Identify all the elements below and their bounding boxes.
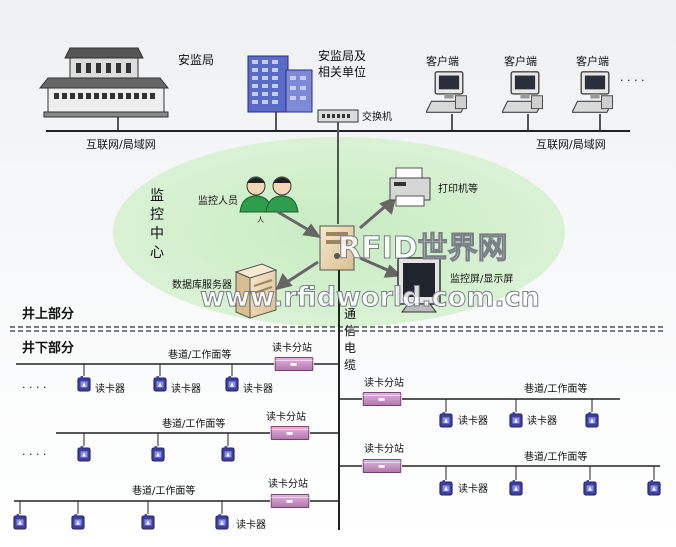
monitor-center-title-2: 控 bbox=[150, 207, 164, 223]
database-server-icon bbox=[234, 263, 278, 319]
client-label-2: 客户端 bbox=[504, 54, 537, 68]
card-reader-icon bbox=[141, 514, 155, 530]
display-label: 监控屏/显示屏 bbox=[450, 272, 513, 285]
substation-icon bbox=[362, 392, 402, 406]
database-server-label: 数据库服务器 bbox=[172, 278, 232, 291]
card-reader-icon bbox=[71, 514, 85, 530]
reader-label: 读卡器 bbox=[236, 518, 266, 531]
network-label-right: 互联网/局域网 bbox=[536, 138, 606, 151]
card-reader-icon bbox=[153, 376, 167, 392]
tunnel-label-left-2: 巷道/工作面等 bbox=[162, 417, 225, 430]
client-ellipsis: · · · · bbox=[620, 74, 644, 87]
network-label-left: 互联网/局域网 bbox=[86, 138, 156, 151]
substation-label-right-2: 读卡分站 bbox=[364, 442, 404, 455]
ellipsis-left-1: · · · · bbox=[22, 381, 46, 394]
bureau-related-label-1: 安监局及 bbox=[318, 48, 366, 63]
cable-label-2: 信 bbox=[344, 324, 356, 338]
card-reader-icon bbox=[647, 480, 661, 496]
card-reader-icon bbox=[509, 412, 523, 428]
card-reader-icon bbox=[439, 412, 453, 428]
card-reader-icon bbox=[221, 446, 235, 462]
reader-label: 读卡器 bbox=[243, 382, 273, 395]
substation-label-left-3: 读卡分站 bbox=[268, 477, 308, 490]
display-monitor-icon bbox=[397, 257, 441, 313]
cable-label-3: 电 bbox=[344, 341, 356, 355]
underground-label: 井下部分 bbox=[22, 340, 74, 356]
substation-label-left-2: 读卡分站 bbox=[266, 410, 306, 423]
substation-icon bbox=[270, 426, 310, 440]
monitor-center-title-3: 中 bbox=[150, 226, 164, 242]
tunnel-label-left-1: 巷道/工作面等 bbox=[168, 348, 231, 361]
reader-label: 读卡器 bbox=[95, 382, 125, 395]
reader-label: 读卡器 bbox=[171, 382, 201, 395]
ellipsis-left-2: · · · · bbox=[22, 448, 46, 461]
above-ground-label: 井上部分 bbox=[22, 306, 74, 322]
monitor-staff-label: 监控人员 bbox=[198, 194, 238, 207]
card-reader-icon bbox=[585, 412, 599, 428]
watermark-url: www.rfidworld.com.cn bbox=[200, 282, 540, 313]
watermark-title: RFID世界网 bbox=[338, 231, 508, 266]
central-server-icon bbox=[319, 225, 355, 271]
switch-label: 交换机 bbox=[362, 110, 392, 123]
reader-label: 读卡器 bbox=[458, 414, 488, 427]
switch-icon bbox=[317, 109, 359, 123]
printer-icon bbox=[389, 167, 431, 207]
card-reader-icon bbox=[215, 514, 229, 530]
substation-icon bbox=[274, 357, 314, 371]
client-computer-icon bbox=[426, 71, 468, 114]
tunnel-label-left-3: 巷道/工作面等 bbox=[132, 484, 195, 497]
monitor-center-title-4: 心 bbox=[150, 245, 164, 261]
cable-label-1: 通 bbox=[344, 307, 356, 321]
safety-bureau-label: 安监局 bbox=[178, 52, 214, 67]
cable-label-4: 缆 bbox=[344, 358, 356, 372]
client-computer-icon bbox=[502, 71, 544, 114]
client-label-1: 客户端 bbox=[426, 54, 459, 68]
card-reader-icon bbox=[439, 480, 453, 496]
printer-label: 打印机等 bbox=[438, 182, 478, 195]
tunnel-label-right-1: 巷道/工作面等 bbox=[524, 382, 587, 395]
client-computer-icon bbox=[572, 71, 614, 114]
substation-label-left-1: 读卡分站 bbox=[272, 341, 312, 354]
card-reader-icon bbox=[77, 446, 91, 462]
substation-label-right-1: 读卡分站 bbox=[364, 376, 404, 389]
tunnel-label-right-2: 巷道/工作面等 bbox=[524, 450, 587, 463]
monitor-staff-tag: 人 bbox=[257, 216, 264, 224]
card-reader-icon bbox=[509, 480, 523, 496]
substation-icon bbox=[270, 494, 310, 508]
card-reader-icon bbox=[151, 446, 165, 462]
reader-label: 读卡器 bbox=[458, 482, 488, 495]
card-reader-icon bbox=[13, 514, 27, 530]
substation-icon bbox=[362, 459, 402, 473]
safety-bureau-building-icon bbox=[38, 47, 170, 118]
card-reader-icon bbox=[583, 480, 597, 496]
card-reader-icon bbox=[225, 376, 239, 392]
card-reader-icon bbox=[77, 376, 91, 392]
bureau-offices-building-icon bbox=[247, 55, 313, 113]
monitor-center-title-1: 监 bbox=[150, 188, 164, 204]
bureau-related-label-2: 相关单位 bbox=[318, 64, 366, 79]
client-label-3: 客户端 bbox=[576, 54, 609, 68]
monitor-staff-icon bbox=[239, 176, 299, 213]
reader-label: 读卡器 bbox=[527, 414, 557, 427]
